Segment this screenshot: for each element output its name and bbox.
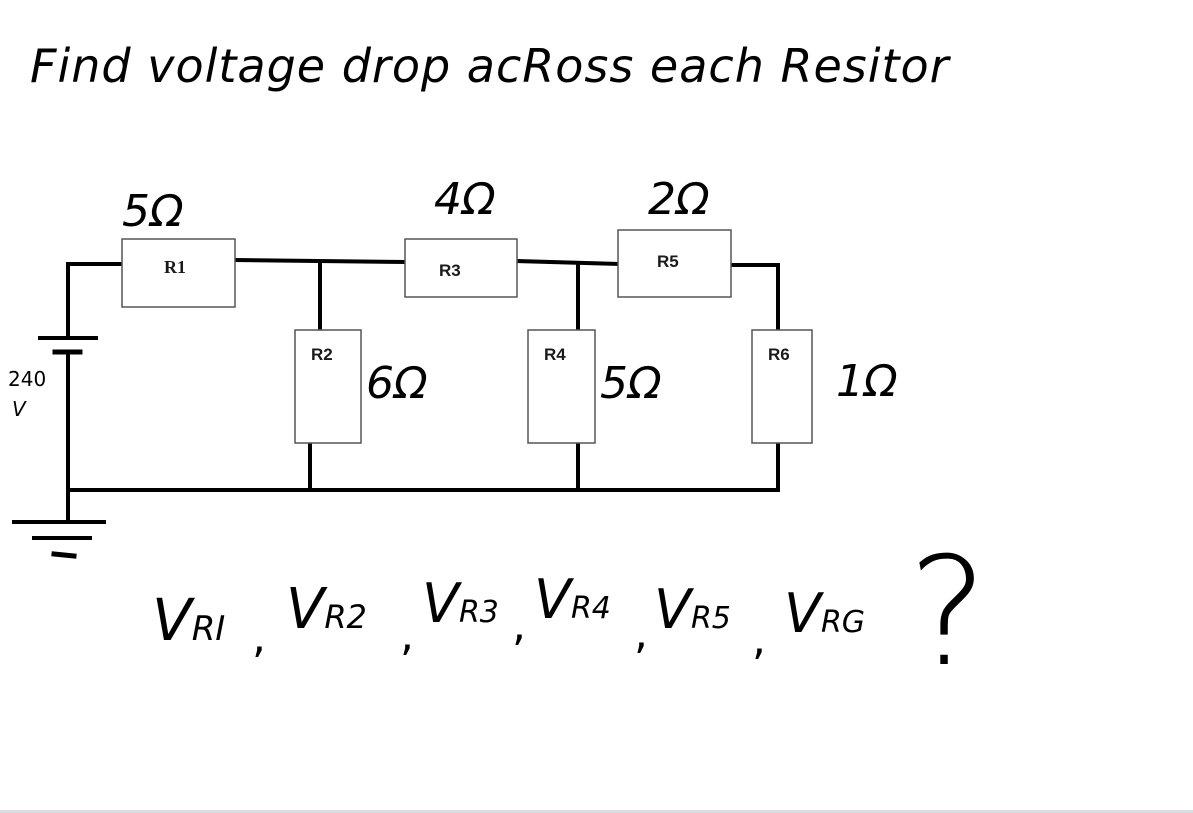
- battery-symbol: [38, 336, 98, 355]
- question-v-r6: VRG: [784, 582, 865, 645]
- diagram-title: Find voltage drop acRoss each Resitor: [30, 39, 952, 93]
- source-voltage-value: 240: [8, 367, 46, 391]
- ground-line-3: [51, 551, 77, 559]
- resistor-r3: R3: [404, 238, 518, 298]
- resistor-r5-value: 2Ω: [648, 174, 710, 225]
- resistor-r6-value: 1Ω: [836, 356, 898, 407]
- question-v-r6-sub: RG: [821, 605, 865, 640]
- question-sep-5: ,: [752, 614, 766, 665]
- question-sep-2: ,: [400, 610, 414, 661]
- question-v-r2-letter: V: [286, 577, 328, 642]
- resistor-r3-value: 4Ω: [434, 174, 496, 225]
- question-v-r4: VR4: [534, 568, 611, 631]
- resistor-r5-body: [617, 229, 732, 298]
- resistor-r3-label: R3: [439, 261, 461, 280]
- question-sep-4: ,: [634, 608, 648, 659]
- wire-r3-r5: [514, 258, 621, 267]
- resistor-r2-body: [294, 329, 362, 444]
- question-v-r4-letter: V: [534, 568, 575, 631]
- question-v-r4-sub: R4: [571, 591, 611, 626]
- resistor-r5: R5: [617, 229, 732, 298]
- question-sep-1: ,: [252, 612, 266, 663]
- question-v-r6-letter: V: [784, 582, 825, 645]
- question-v-r3-letter: V: [422, 572, 463, 635]
- resistor-r1: R1: [121, 238, 236, 308]
- question-sep-3: ,: [512, 600, 526, 651]
- resistor-r3-body: [404, 238, 518, 298]
- question-v-r5-letter: V: [654, 578, 695, 641]
- resistor-r4: R4: [527, 329, 596, 444]
- resistor-r6: R6: [751, 329, 813, 444]
- resistor-r4-label: R4: [544, 345, 566, 364]
- question-v-r5-sub: R5: [691, 601, 731, 636]
- source-voltage-unit: V: [12, 397, 27, 421]
- resistor-r2: R2: [294, 329, 362, 444]
- question-v-r1-letter: V: [152, 586, 196, 654]
- resistor-r1-label: R1: [164, 257, 186, 277]
- bottom-scroll-edge: [0, 810, 1193, 813]
- wire-top-left: [66, 262, 124, 340]
- question-v-r1: VRI: [152, 586, 225, 654]
- question-v-r2-sub: R2: [324, 598, 367, 636]
- wire-r5-r6: [729, 263, 780, 332]
- resistor-r4-body: [527, 329, 596, 444]
- question-v-r1-sub: RI: [192, 609, 226, 649]
- resistor-r6-label: R6: [768, 345, 790, 364]
- resistor-r1-body: [121, 238, 236, 308]
- resistor-r4-value: 5Ω: [600, 358, 662, 409]
- question-v-r5: VR5: [654, 578, 731, 641]
- question-mark: ?: [908, 526, 988, 700]
- resistor-r2-value: 6Ω: [366, 358, 428, 409]
- question-v-r3-sub: R3: [459, 595, 499, 630]
- resistor-r6-body: [751, 329, 813, 444]
- question-v-r2: VR2: [286, 577, 367, 642]
- resistor-r5-label: R5: [657, 252, 679, 271]
- resistor-r2-label: R2: [311, 345, 333, 364]
- question-v-r3: VR3: [422, 572, 499, 635]
- ground-symbol: [12, 520, 106, 559]
- circuit-wires: [66, 257, 780, 524]
- resistor-r1-value: 5Ω: [122, 186, 184, 237]
- question-row: VRI , VR2 , VR3 , VR4 , VR5 , VRG ?: [152, 526, 988, 700]
